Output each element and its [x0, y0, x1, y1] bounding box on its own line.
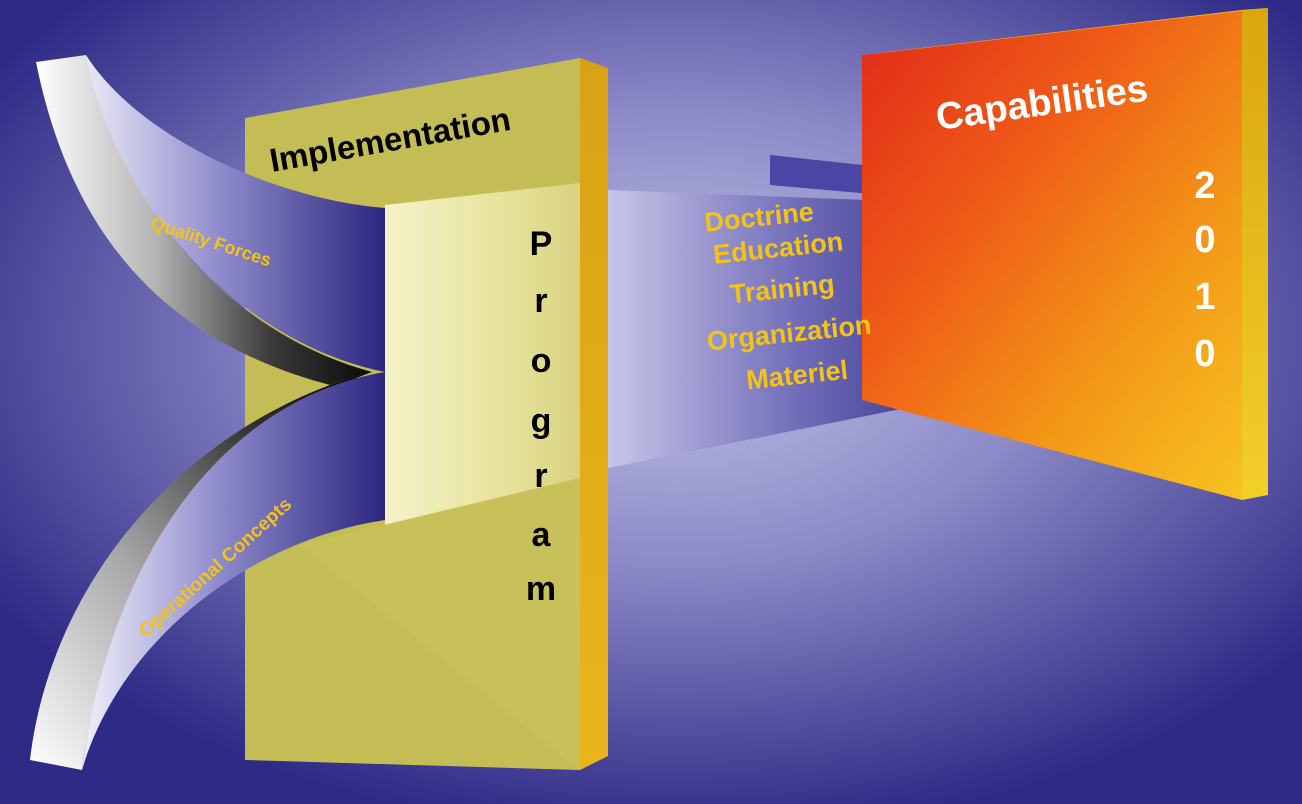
program-letter: P	[530, 225, 553, 263]
capabilities-face	[862, 10, 1242, 500]
operational-concepts-edge	[30, 372, 372, 770]
program-letter: m	[526, 570, 556, 608]
year-digit: 0	[1194, 219, 1215, 261]
implementation-panel-inner	[385, 183, 580, 528]
program-letter: r	[534, 282, 547, 320]
implementation-panel-lower	[300, 478, 580, 770]
capabilities-top	[862, 8, 1268, 55]
year-digit: 1	[1194, 276, 1215, 318]
quality-forces-edge	[36, 55, 372, 385]
year-digit: 0	[1194, 333, 1215, 375]
capabilities-edge	[1242, 8, 1268, 500]
year-label: 2 0 1 0	[1194, 165, 1215, 375]
quality-forces-ribbon	[86, 55, 385, 372]
year-digit: 2	[1194, 165, 1215, 207]
program-letter: a	[532, 516, 552, 554]
program-letter: r	[534, 457, 547, 495]
operational-concepts-ribbon	[82, 372, 385, 770]
program-letter: g	[531, 402, 552, 440]
program-letter: o	[531, 342, 552, 380]
program-label: P r o g r a m	[526, 225, 556, 608]
implementation-panel-edge	[580, 58, 608, 770]
